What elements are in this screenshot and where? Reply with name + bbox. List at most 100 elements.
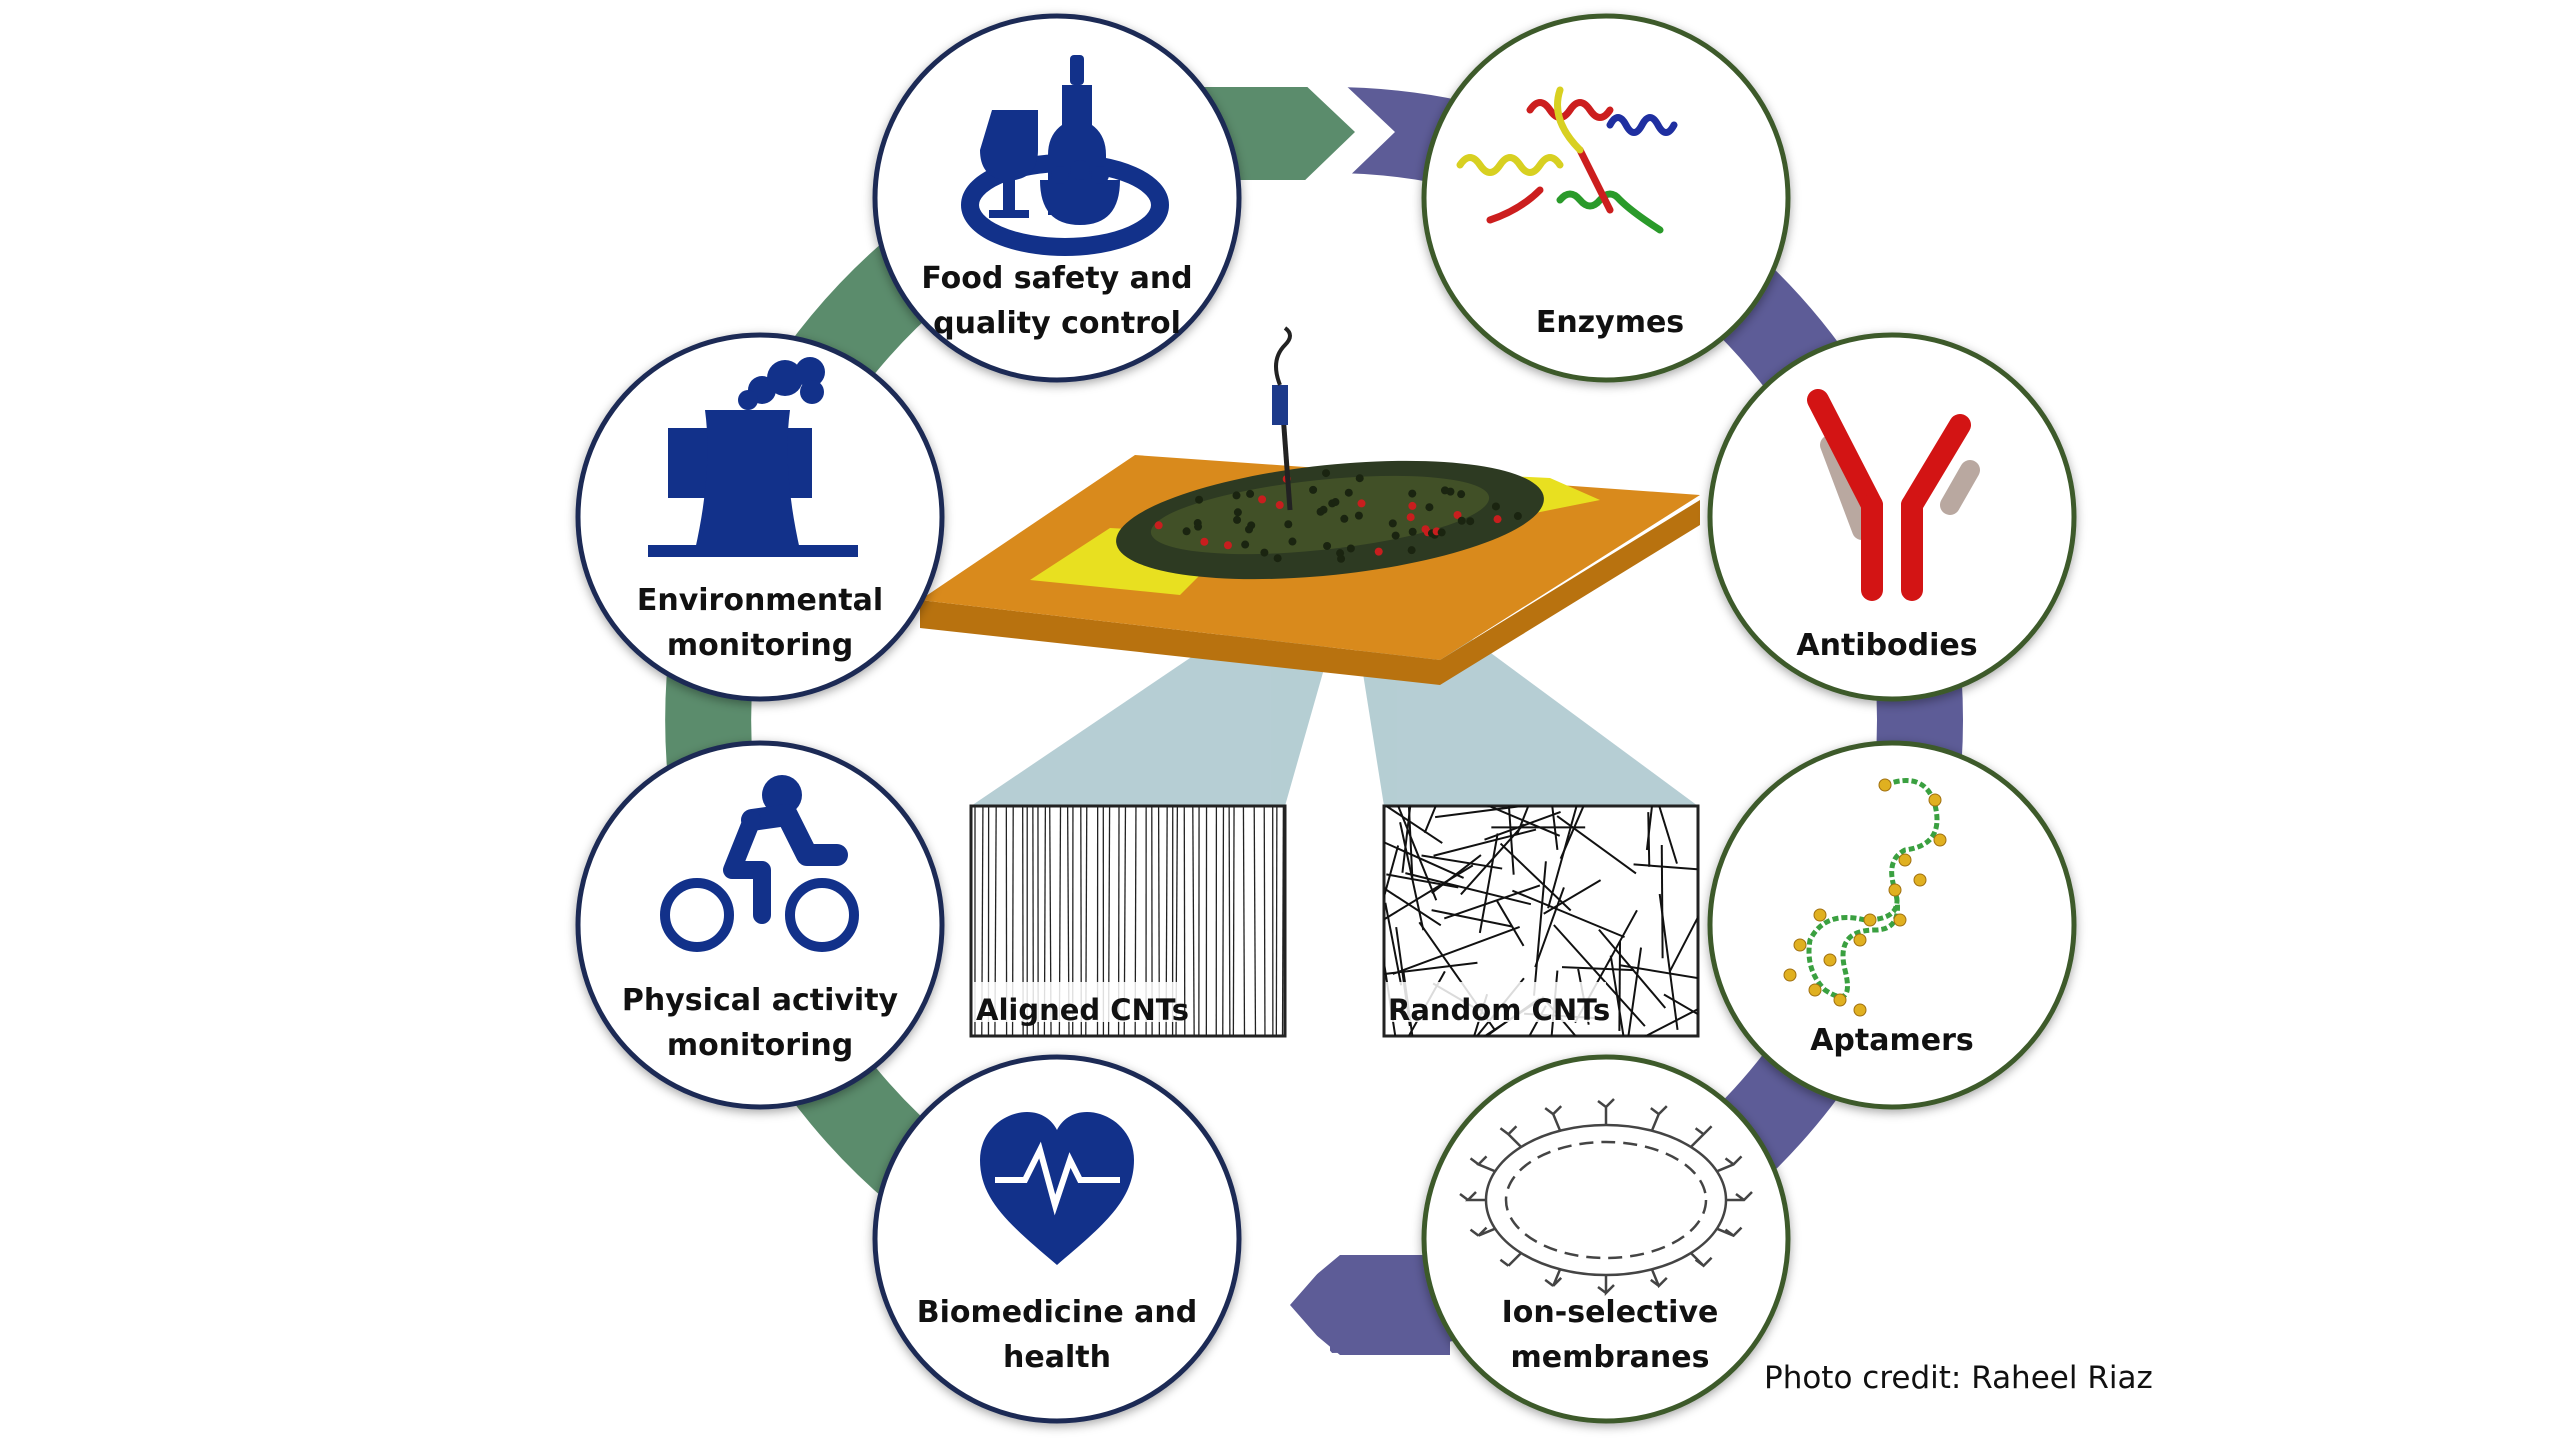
random-cnt-line [1645,806,1654,851]
ion-label-line1: Ion-selective [1502,1295,1719,1330]
biomedicine-label-line1: Biomedicine and [917,1295,1197,1330]
aptamer-bead [1888,883,1902,897]
random-cnt-line [1399,822,1425,931]
aptamer-bead [1898,853,1912,867]
film-particle [1323,541,1332,550]
aligned-cnt-line [1222,806,1225,1036]
molecule-branch [1650,1105,1668,1132]
circle-ion-selective [1421,1054,1791,1424]
molecule-branch [1459,1191,1486,1202]
film-particle [1233,515,1242,524]
film-particle [1408,489,1417,498]
aligned-cnt-line [1281,806,1285,1036]
random-cnt-line [1434,806,1530,819]
enzymes-label: Enzymes [1536,305,1684,340]
film-particle [1340,514,1349,523]
random-cnts-label: Random CNTs [1388,993,1610,1027]
aligned-cnt-panel: Aligned CNTs [969,804,1287,1038]
substrate-slab-side [920,500,1700,685]
random-cnt-line [1543,879,1602,915]
molecule-branch [1499,1125,1523,1148]
antibody-icon [1807,389,1980,601]
film-particle [1246,489,1255,498]
random-cnt-line [1633,863,1698,871]
molecule-ring-icon [1459,1098,1753,1297]
aptamer-bead [1793,938,1807,952]
random-cnt-line [1553,924,1646,1027]
film-particle [1194,522,1203,531]
molecule-branch [1716,1155,1743,1173]
random-cnt-line [1609,955,1625,1036]
film-particle [1241,540,1250,549]
aptamer-bead [1878,778,1892,792]
molecule-branch [1726,1191,1753,1202]
environmental-label-line2: monitoring [667,628,853,663]
film-particle [1322,469,1331,478]
food-label-line1: Food safety and [921,261,1192,296]
film-particle [1466,517,1475,526]
random-cnt-line [1598,928,1667,1009]
cyclist-icon [660,775,859,952]
aligned-cnt-line [1192,806,1195,1036]
film-particle [1346,544,1355,553]
film-particle [1408,527,1417,536]
film-particle [1319,505,1328,514]
random-cnt-line [1551,806,1559,851]
chevron-bottom-notch [1250,1248,1340,1362]
probe-tip [1272,385,1288,425]
antibody-dots [1154,469,1522,563]
film-particle [1195,495,1204,504]
cnt-sensor-chip [920,326,1700,685]
probe-cable [1274,326,1292,386]
film-particle [1232,491,1241,500]
random-cnt-line [1421,854,1503,870]
random-cnt-line [1392,925,1520,975]
film-particle [1391,531,1400,540]
factory-smoke-icon [648,357,858,557]
random-cnt-line [1386,873,1459,889]
aptamer-bead [1863,913,1877,927]
film-particle [1493,515,1502,524]
chevron-top-notch [1300,80,1395,185]
aptamer-bead [1833,993,1847,1007]
random-cnt-line [1478,833,1499,934]
film-particle [1200,537,1209,546]
molecule-branch [1544,1105,1563,1132]
molecule-branch [1597,1275,1615,1297]
film-particle [1513,512,1522,521]
random-cnt-line [1423,806,1437,834]
random-cnt-line [1431,909,1513,928]
aptamers-label: Aptamers [1810,1023,1974,1058]
protein-helix-icon [1456,86,1678,234]
film-particle [1355,474,1364,483]
random-cnt-line [1663,993,1698,1016]
random-cnt-panel: Random CNTs [1382,804,1700,1038]
food-label-line2: quality control [933,306,1181,341]
film-particle [1288,537,1297,546]
aptamer-bead [1893,913,1907,927]
film-particle [1284,520,1293,529]
film-particle [1182,527,1191,536]
random-cnt-line [1499,842,1572,912]
random-cnt-line [1443,884,1541,920]
film-particle [1491,502,1500,511]
random-cnt-line [1658,806,1678,864]
biomedicine-label-line2: health [1003,1340,1111,1375]
aptamer-bead [1813,908,1827,922]
molecule-branch [1499,1252,1523,1267]
molecule-branch [1597,1098,1615,1125]
aptamer-bead [1933,833,1947,847]
random-cnt-line [1384,887,1442,927]
film-particle [1407,546,1416,555]
molecule-branch [1469,1226,1496,1237]
film-particle [1425,503,1434,512]
molecule-branch [1469,1155,1496,1173]
aptamer-bead [1808,983,1822,997]
film-particle [1388,519,1397,528]
molecule-branch [1544,1268,1563,1287]
aligned-cnts-label: Aligned CNTs [976,993,1189,1027]
random-cnt-line [1561,966,1635,972]
molecule-branch [1716,1226,1743,1238]
